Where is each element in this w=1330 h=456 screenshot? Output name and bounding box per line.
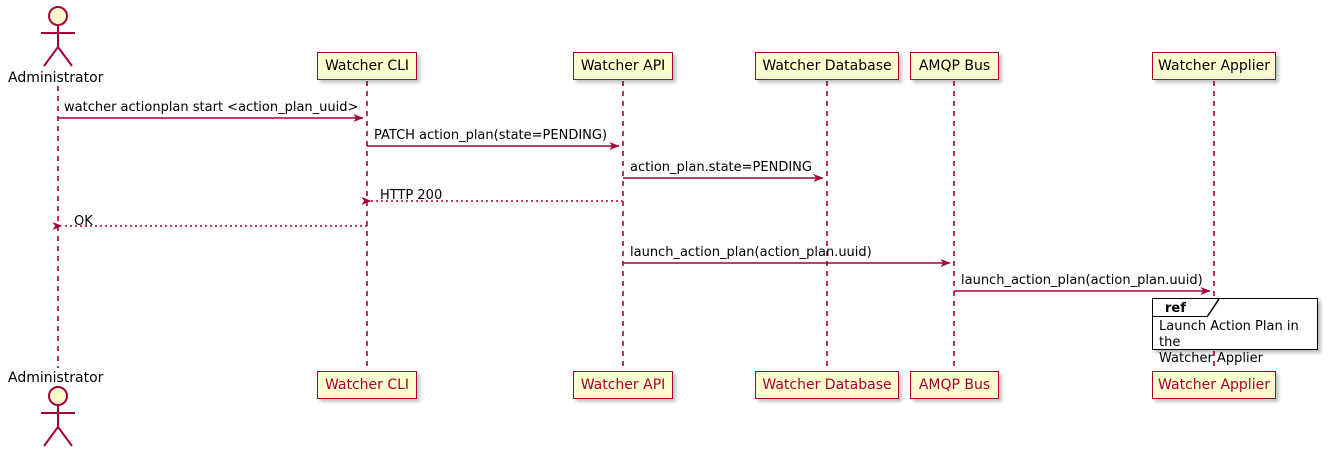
message-arrows <box>52 114 1211 295</box>
participant-box-watcher-cli-bottom[interactable]: Watcher CLI <box>317 371 417 399</box>
message-label-5: OK <box>74 214 93 229</box>
participant-box-amqp-bus-top[interactable]: AMQP Bus <box>910 52 999 80</box>
actor-figure-top <box>41 6 75 67</box>
ref-fragment-keyword: ref <box>1165 301 1186 316</box>
participant-box-watcher-database-bottom[interactable]: Watcher Database <box>755 371 899 399</box>
message-label-1: watcher actionplan start <action_plan_uu… <box>64 100 359 115</box>
participant-box-watcher-api-bottom[interactable]: Watcher API <box>573 371 673 399</box>
participant-box-watcher-api-top[interactable]: Watcher API <box>573 52 673 80</box>
actor-label-administrator-top: Administrator <box>8 70 104 86</box>
participant-box-watcher-cli-top[interactable]: Watcher CLI <box>317 52 417 80</box>
actor-label-administrator-bottom: Administrator <box>8 370 104 386</box>
message-label-6: launch_action_plan(action_plan.uuid) <box>630 245 872 260</box>
ref-fragment-text: Launch Action Plan in the Watcher Applie… <box>1159 319 1299 366</box>
message-label-3: action_plan.state=PENDING <box>630 160 812 175</box>
participant-box-watcher-applier-bottom[interactable]: Watcher Applier <box>1152 371 1276 399</box>
participant-box-amqp-bus-bottom[interactable]: AMQP Bus <box>910 371 999 399</box>
ref-tab-fold-icon <box>1207 299 1220 318</box>
actor-figure-bottom <box>41 386 75 447</box>
ref-fragment[interactable]: ref Launch Action Plan in the Watcher Ap… <box>1152 298 1318 366</box>
message-label-2: PATCH action_plan(state=PENDING) <box>374 128 608 143</box>
participant-box-watcher-database-top[interactable]: Watcher Database <box>755 52 899 80</box>
participant-box-watcher-applier-top[interactable]: Watcher Applier <box>1152 52 1276 80</box>
message-label-4: HTTP 200 <box>380 188 443 203</box>
message-label-7: launch_action_plan(action_plan.uuid) <box>961 273 1203 288</box>
